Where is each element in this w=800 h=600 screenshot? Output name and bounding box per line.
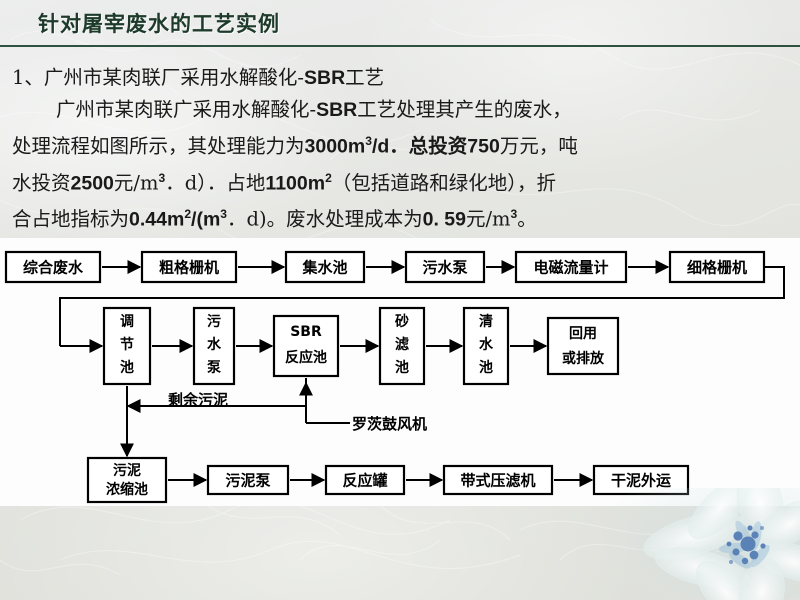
flow-node-sewage-pump-2[interactable]: 污 水 泵 xyxy=(192,306,236,386)
flow-node-sewage-pump[interactable]: 污水泵 xyxy=(404,250,486,284)
flow-label-sewage-pump-2-2: 水 xyxy=(207,336,222,353)
body-line-4-c: ．d）．占地 xyxy=(165,171,266,194)
body-line-5: 合占地指标为0.44m2/(m3．d)。废水处理成本为0. 59元/m3。 xyxy=(12,199,792,236)
flow-node-sludge-thickener[interactable]: 污泥 浓缩池 xyxy=(86,456,168,504)
flow-label-sand-filter-1: 砂 xyxy=(394,313,409,330)
flow-node-fine-grille[interactable]: 细格栅机 xyxy=(668,250,766,284)
flow-label-coarse-grille: 粗格栅机 xyxy=(159,259,219,277)
flow-label-clean-water-tank-2: 水 xyxy=(479,336,494,353)
body-line-2-latin: SBR xyxy=(316,99,358,121)
body-line-4-a: 水投资 xyxy=(12,171,71,194)
body-line-5-sup1: 2 xyxy=(184,207,192,221)
flow-node-dry-sludge-transport[interactable]: 干泥外运 xyxy=(592,464,690,496)
flow-label-sewage-pump-2-3: 泵 xyxy=(207,360,221,376)
flow-label-comprehensive-wastewater: 综合废水 xyxy=(23,259,84,277)
body-line-4-sup1: 3 xyxy=(158,170,166,185)
flow-node-collection-tank[interactable]: 集水池 xyxy=(284,250,366,284)
body-line-4-sup2: 2 xyxy=(325,170,332,185)
flow-label-electromagnetic-flowmeter: 电磁流量计 xyxy=(533,259,608,277)
body-line-5-c: ．d)。废水处理成本为 xyxy=(227,207,423,231)
flow-label-sbr-reactor-2: 反应池 xyxy=(285,349,327,366)
flow-node-reaction-tank[interactable]: 反应罐 xyxy=(324,464,406,496)
flow-label-sand-filter-3: 池 xyxy=(395,359,409,376)
flow-label-clean-water-tank-3: 池 xyxy=(479,359,493,376)
flow-label-sand-filter-2: 滤 xyxy=(395,336,409,353)
flow-label-reaction-tank: 反应罐 xyxy=(342,472,387,490)
flow-label-sludge-thickener-1: 污泥 xyxy=(113,462,141,479)
process-flow-diagram: 综合废水 粗格栅机 集水池 污水泵 电磁流量计 xyxy=(0,238,800,506)
body-line-3-a: 处理流程如图所示，其处理能力为 xyxy=(12,134,305,158)
body-line-5-b: /(m xyxy=(191,208,221,231)
flow-label-dry-sludge-transport: 干泥外运 xyxy=(611,472,671,490)
body-line-5-d: 元/m xyxy=(465,207,511,231)
body-line-1-suffix: 工艺 xyxy=(345,66,385,89)
flow-label-reuse-or-discharge-1: 回用 xyxy=(569,326,597,342)
body-line-4-d: （包括道路和绿化地），折 xyxy=(331,171,557,194)
body-line-5-sup2: 3 xyxy=(220,207,227,221)
body-line-5-num1: 0.44m xyxy=(129,208,185,231)
flow-label-belt-filter-press: 带式压滤机 xyxy=(460,472,535,490)
flow-label-collection-tank: 集水池 xyxy=(301,259,347,277)
body-line-1: 1、广州市某肉联厂采用水解酸化-SBR工艺 xyxy=(12,62,792,94)
body-line-2-a: 广州市某肉联广采用水解酸化- xyxy=(56,98,317,121)
body-line-2-b: 工艺处理其产生的废水， xyxy=(357,98,572,121)
annotation-excess-sludge: 剩余污泥 xyxy=(168,391,228,409)
body-line-4: 水投资2500元/m3．d）．占地1100m2（包括道路和绿化地），折 xyxy=(12,163,792,200)
body-line-1-latin: SBR xyxy=(304,67,346,89)
body-line-3: 处理流程如图所示，其处理能力为3000m3/d．总投资750万元，吨 xyxy=(12,126,792,163)
flow-node-sbr-reactor[interactable]: SBR 反应池 xyxy=(272,314,340,378)
annotation-roots-blower: 罗茨鼓风机 xyxy=(352,415,427,433)
flow-label-sludge-thickener-2: 浓缩池 xyxy=(106,481,148,498)
flow-node-regulating-tank[interactable]: 调 节 池 xyxy=(102,306,152,386)
flow-label-sewage-pump: 污水泵 xyxy=(422,259,467,277)
body-line-3-c: 万元，吨 xyxy=(499,134,578,158)
flow-label-sbr-reactor-1: SBR xyxy=(290,324,322,340)
body-line-2: 广州市某肉联广采用水解酸化-SBR工艺处理其产生的废水， xyxy=(12,94,792,126)
flow-node-belt-filter-press[interactable]: 带式压滤机 xyxy=(442,464,554,496)
body-line-3-sup1: 3 xyxy=(365,134,372,148)
flow-label-fine-grille: 细格栅机 xyxy=(687,259,747,277)
title-divider xyxy=(0,45,800,47)
flow-node-electromagnetic-flowmeter[interactable]: 电磁流量计 xyxy=(514,250,628,284)
body-paragraph: 1、广州市某肉联厂采用水解酸化-SBR工艺 广州市某肉联广采用水解酸化-SBR工… xyxy=(12,62,792,236)
body-line-4-num1: 2500 xyxy=(70,172,114,194)
flow-label-sludge-pump: 污泥泵 xyxy=(225,472,270,490)
body-line-4-b: 元/m xyxy=(113,171,159,194)
flow-node-coarse-grille[interactable]: 粗格栅机 xyxy=(140,250,238,284)
flow-label-regulating-tank-3: 池 xyxy=(120,359,134,376)
body-line-3-num1: 3000m xyxy=(304,135,366,158)
connector-fine-grille-to-regulating xyxy=(59,266,785,346)
flow-label-reuse-or-discharge-2: 或排放 xyxy=(562,350,605,367)
flow-node-reuse-or-discharge[interactable]: 回用 或排放 xyxy=(546,316,620,376)
flow-label-regulating-tank-2: 节 xyxy=(120,336,134,353)
body-line-1-prefix: 1、广州市某肉联厂采用水解酸化- xyxy=(12,66,304,89)
body-line-5-num2: 0. 59 xyxy=(422,208,466,231)
body-line-3-num2: 750 xyxy=(467,135,500,158)
flow-node-comprehensive-wastewater[interactable]: 综合废水 xyxy=(4,250,102,284)
body-line-4-num2: 1100m xyxy=(265,172,326,194)
body-line-3-b: /d．总投资 xyxy=(371,135,468,158)
flow-label-clean-water-tank-1: 清 xyxy=(479,313,493,330)
body-line-5-e: 。 xyxy=(517,207,537,231)
flow-label-sewage-pump-2-1: 污 xyxy=(207,313,221,330)
body-line-5-a: 合占地指标为 xyxy=(12,207,130,231)
page-title: 针对屠宰废水的工艺实例 xyxy=(38,13,280,36)
flow-node-sludge-pump[interactable]: 污泥泵 xyxy=(206,464,290,496)
body-line-5-sup3: 3 xyxy=(510,207,518,221)
flow-node-sand-filter[interactable]: 砂 滤 池 xyxy=(378,306,426,386)
title-block: 针对屠宰废水的工艺实例 xyxy=(0,10,800,47)
flow-node-clean-water-tank[interactable]: 清 水 池 xyxy=(462,306,510,386)
flow-label-regulating-tank-1: 调 xyxy=(120,314,134,330)
